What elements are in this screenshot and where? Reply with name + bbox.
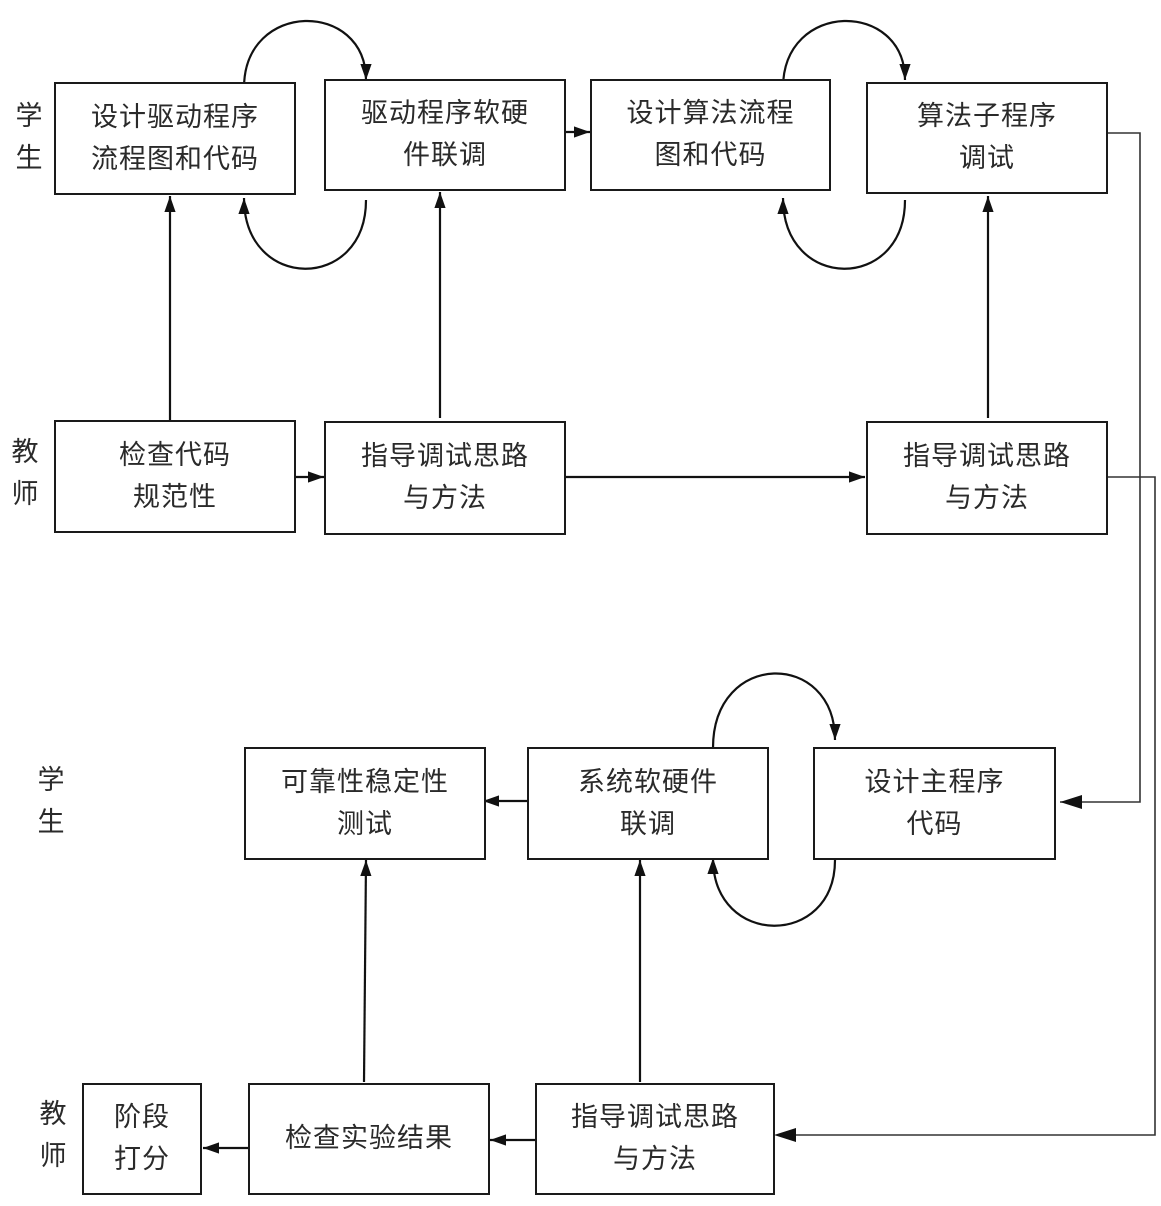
role-label-teacher-2: 教 师: [36, 1094, 70, 1178]
node-text: 测试: [337, 808, 393, 840]
node-text: 件联调: [403, 140, 487, 171]
node-reliability-stability-test[interactable]: 可靠性稳定性测试: [244, 747, 486, 860]
edge-s7-s6-loop: [707, 857, 837, 927]
node-text: 指导调试思路: [571, 1102, 739, 1133]
node-text: 调试: [959, 143, 1015, 174]
node-text: 联调: [620, 808, 676, 840]
node-text: 打分: [114, 1144, 170, 1175]
node-algorithm-subroutine-debug[interactable]: 算法子程序调试: [866, 82, 1108, 194]
role-char: 生: [37, 807, 65, 838]
node-text: 指导调试思路: [903, 441, 1071, 472]
node-design-algorithm-flowchart-code[interactable]: 设计算法流程图和代码: [590, 79, 831, 191]
role-char: 学: [37, 765, 65, 796]
node-text: 设计驱动程序: [91, 101, 259, 133]
node-text: 可靠性稳定性: [281, 766, 449, 798]
role-char: 教: [39, 1099, 67, 1130]
edge-s1-s2-loop: [242, 19, 372, 89]
arrowhead-s7: [1060, 795, 1082, 809]
node-check-experiment-results[interactable]: 检查实验结果: [248, 1083, 490, 1195]
node-text: 规范性: [133, 481, 217, 513]
node-text: 设计算法流程: [626, 98, 795, 129]
node-text: 流程图和代码: [91, 143, 259, 175]
node-text: 图和代码: [654, 140, 767, 171]
edge-t3-t6: [785, 476, 1156, 1136]
node-check-code-standard[interactable]: 检查代码规范性: [54, 420, 296, 533]
node-text: 与方法: [403, 483, 487, 514]
role-char: 教: [11, 437, 39, 468]
edge-s6-s7-loop: [711, 672, 841, 749]
role-char: 师: [11, 479, 39, 510]
node-guide-debug-approach-1[interactable]: 指导调试思路与方法: [324, 421, 566, 535]
node-design-main-program-code[interactable]: 设计主程序代码: [813, 747, 1056, 860]
node-text: 算法子程序: [917, 101, 1057, 132]
node-text: 检查代码: [119, 439, 231, 471]
node-guide-debug-approach-3[interactable]: 指导调试思路与方法: [535, 1083, 775, 1195]
node-guide-debug-approach-2[interactable]: 指导调试思路与方法: [866, 421, 1108, 535]
node-stage-scoring[interactable]: 阶段打分: [82, 1083, 202, 1195]
node-text: 设计主程序: [864, 766, 1005, 798]
node-text: 检查实验结果: [285, 1123, 453, 1154]
node-text: 与方法: [945, 483, 1029, 514]
role-char: 生: [15, 143, 43, 174]
role-char: 师: [39, 1141, 67, 1172]
role-label-student-2: 学 生: [34, 760, 68, 844]
node-system-hw-sw-joint-debug[interactable]: 系统软硬件联调: [527, 747, 769, 860]
role-label-teacher-1: 教 师: [8, 432, 42, 516]
edge-s3-s4-loop: [781, 19, 911, 89]
edge-s2-s1-loop: [238, 197, 368, 270]
node-text: 指导调试思路: [361, 441, 529, 472]
node-driver-hw-sw-joint-debug[interactable]: 驱动程序软硬件联调: [324, 79, 566, 191]
edge-s4-s7: [1060, 132, 1141, 803]
node-design-driver-flowchart-code[interactable]: 设计驱动程序流程图和代码: [54, 82, 296, 195]
edge-s4-s3-loop: [777, 197, 907, 270]
arrowhead-t6: [774, 1128, 796, 1142]
role-label-student-1: 学 生: [12, 96, 46, 180]
role-char: 学: [15, 101, 43, 132]
node-text: 系统软硬件: [578, 766, 718, 798]
node-text: 代码: [906, 808, 963, 840]
edge-t5-s5: [360, 859, 372, 1083]
node-text: 阶段: [114, 1102, 170, 1133]
node-text: 驱动程序软硬: [361, 98, 529, 129]
node-text: 与方法: [613, 1144, 697, 1175]
